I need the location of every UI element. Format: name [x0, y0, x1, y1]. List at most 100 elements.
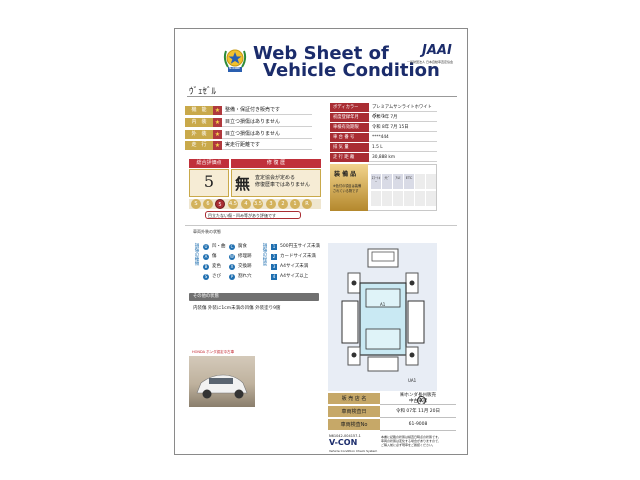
dealer-row-shop: 販 売 店 名 ㈱ホンダ長州販売 中古車課	[328, 393, 456, 405]
equipment-note-1: ※色付の項目は装備	[333, 184, 362, 188]
spec-value: 令和 3年 7月	[369, 113, 437, 122]
legend-label: 凹・曲	[212, 244, 226, 249]
condition-value: 整備・保証付き販売です	[222, 106, 312, 115]
dealer-name: ㈱ホンダ長州販売	[400, 393, 436, 398]
spec-row-registration: 初度登録年月 令和 3年 7月	[330, 113, 437, 122]
dealer-value: ㈱ホンダ長州販売 中古車課	[380, 393, 456, 405]
condition-value: 実走行距離です	[222, 141, 312, 150]
spec-value: 30,888 km	[369, 153, 437, 162]
car-diagram: A1 UA1 X	[328, 243, 437, 405]
grade-dot-4-5: 4.5	[228, 199, 238, 209]
footer-brand: V-CON	[329, 438, 358, 447]
condition-row-exterior: 外 装 ★ 目立つ損傷はありません	[185, 130, 312, 139]
legend-label: 変色	[212, 264, 221, 269]
title-line-1: Web Sheet of	[253, 43, 389, 64]
repair-history-label: 修 復 歴	[231, 159, 321, 168]
condition-label: 走 行	[185, 141, 213, 150]
spec-label: 排 気 量	[330, 143, 369, 152]
condition-row-function: 機 能 ★ 整備・保証付き販売です	[185, 106, 312, 115]
size-code: 1	[271, 243, 277, 250]
equipment-item	[382, 191, 392, 206]
legend-label: 修理跡	[238, 254, 252, 259]
footer-subtitle: Vehicle Condition Check System	[329, 449, 378, 453]
spec-value: プレミアムサンライトホワイト パール	[369, 103, 437, 119]
size-code: 4	[271, 273, 277, 280]
condition-value: 目立つ損傷はありません	[222, 130, 312, 139]
repair-history-box	[231, 169, 321, 197]
condition-row-mileage: 走 行 ★ 実走行距離です	[185, 141, 312, 150]
damage-mark-ua1: UA1	[408, 378, 417, 383]
scale-note: 目立たない傷・凹み等があり評価です	[208, 213, 276, 218]
legend-label: 傷	[212, 254, 217, 259]
spec-row-inspection: 車検有効期限 令和 8年 7月 15日	[330, 123, 437, 132]
footer-note-3: ご購入前に必ず現車をご確認ください。	[381, 443, 436, 447]
repair-history-desc-2: 修復歴車ではありません	[255, 182, 310, 188]
jaai-subtitle: 一般財団法人 日本自動車査定協会	[407, 60, 453, 64]
spec-label: 車 台 番 号	[330, 133, 369, 142]
legend-section-title: 車両外装の状態	[193, 229, 221, 234]
star-icon: ★	[213, 130, 222, 139]
equipment-gradient	[330, 164, 368, 211]
condition-label: 内 装	[185, 118, 213, 127]
vehicle-photo: HONDA ホンダ認定中古車	[189, 349, 255, 407]
spec-row-chassis: 車 台 番 号 ****444	[330, 133, 437, 142]
grade-dot-3-5: 3.5	[253, 199, 263, 209]
legend-code: U	[203, 243, 209, 250]
legend-label: 交換跡	[238, 264, 252, 269]
legend-code: C	[229, 243, 235, 250]
spec-label: 車検有効期限	[330, 123, 369, 132]
equipment-item: ｽﾏｰﾄｷｰ	[371, 174, 381, 189]
legend-label: さび	[212, 274, 221, 279]
dealer-department: 中古車課	[409, 399, 427, 404]
equipment-item: ETC	[404, 174, 414, 189]
scale-note-box	[205, 211, 301, 219]
equipment-note-2: されている物です	[333, 189, 359, 193]
star-icon: ★	[213, 118, 222, 127]
spec-label: 走 行 距 離	[330, 153, 369, 162]
vcon-badge-text: V-CON	[229, 66, 240, 70]
overall-score-box	[189, 169, 229, 197]
size-code: 3	[271, 263, 277, 270]
grade-dot-4: 4	[241, 199, 251, 209]
equipment-item	[393, 191, 403, 206]
vcon-badge-logo: V-CON	[223, 47, 247, 73]
grade-dot-6: 6	[203, 199, 213, 209]
equipment-item	[426, 174, 436, 189]
spec-row-displacement: 排 気 量 1.5 L	[330, 143, 437, 152]
equipment-title: 装 備 品	[334, 171, 357, 178]
dealer-label: 車両検査No	[328, 419, 380, 431]
damage-size-title: 損傷の程度	[262, 243, 267, 266]
equipment-item	[415, 191, 425, 206]
dealer-row-inspection-date: 車両検査日 令和 07年 11月 20日	[328, 406, 456, 418]
equipment-item	[426, 191, 436, 206]
size-label: カードサイズ未満	[280, 254, 316, 259]
size-label: 500円玉サイズ未満	[280, 244, 320, 249]
footer-code: N61042-004157-1	[329, 434, 361, 438]
size-label: A4サイズ未満	[280, 264, 309, 269]
overall-score-label: 総合評価点	[189, 159, 229, 168]
legend-code: W	[229, 253, 235, 260]
dealer-value: 61-9008	[380, 419, 456, 431]
legend-code: X	[229, 263, 235, 270]
other-condition-title: その他の状態	[189, 293, 319, 301]
condition-label: 機 能	[185, 106, 213, 115]
overall-score-value: 5	[203, 172, 215, 191]
vehicle-condition-sheet: V-CON Web Sheet of Vehicle Condition JAA…	[174, 28, 468, 455]
photo-caption-bar	[189, 349, 255, 356]
dealer-label: 車両検査日	[328, 406, 380, 418]
legend-code: S	[203, 273, 209, 280]
equipment-item	[404, 191, 414, 206]
repair-history-desc-1: 査定協会が定める	[255, 175, 296, 181]
spec-value: ****444	[369, 133, 437, 142]
repair-history-value: 無	[235, 175, 251, 193]
spec-value: 令和 8年 7月 15日	[369, 123, 437, 132]
footer-note-1: 本書に記載の状態は検査日時点の状態です。	[381, 435, 441, 439]
